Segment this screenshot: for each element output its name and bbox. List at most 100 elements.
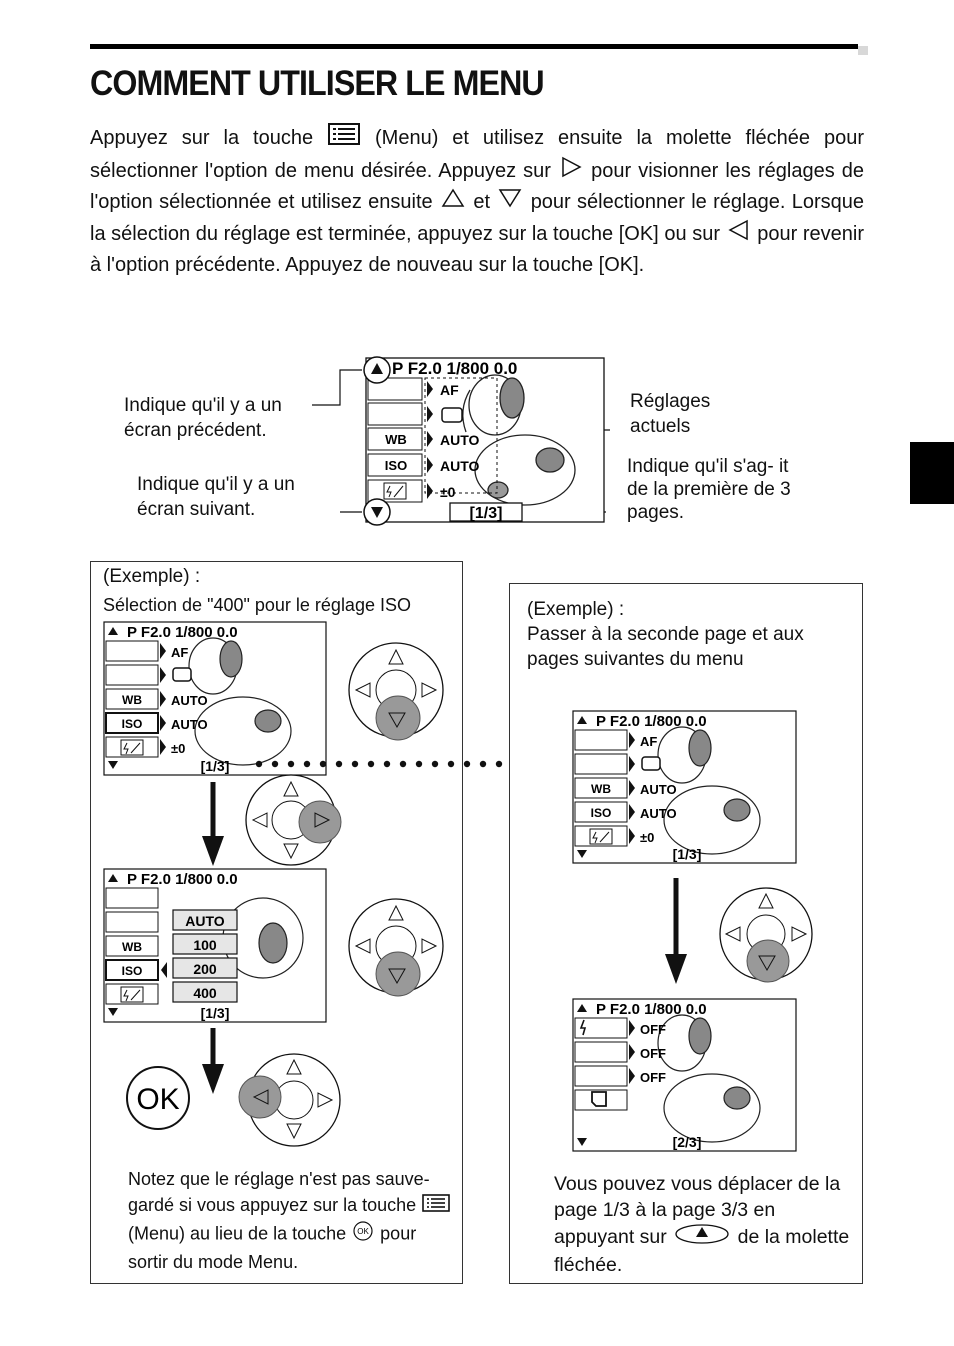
page-indicator: [1/3] <box>201 758 230 774</box>
example-2-heading: (Exemple) : <box>527 599 625 620</box>
up-indicator-icon <box>371 363 383 374</box>
up-indicator-icon <box>577 1004 587 1012</box>
up-indicator-icon <box>108 627 118 635</box>
row-af-value: AF <box>440 382 459 398</box>
screen-header: P F2.0 1/800 0.0 <box>596 1001 707 1018</box>
page-indicator: [1/3] <box>470 505 503 522</box>
dog-illustration <box>462 374 576 506</box>
down-indicator-icon <box>108 1008 118 1016</box>
ok-button-icon: OK <box>126 1066 190 1130</box>
note-1a: Notez que le réglage n'est pas sauve- ga… <box>128 1169 430 1215</box>
note-1b: (Menu) au lieu de la touche <box>128 1223 347 1243</box>
page-indicator: [1/3] <box>201 1005 230 1021</box>
dial-down-pressed-2 <box>348 898 444 997</box>
intro-text-2: (Menu) et utilisez ensuite la molette fl… <box>90 127 864 182</box>
flow-arrow-1 <box>202 782 224 866</box>
example-2-note: Vous pouvez vous déplacer de la page 1/3… <box>554 1172 860 1278</box>
screen-header: P F2.0 1/800 0.0 <box>127 624 238 641</box>
arrow-down-icon <box>496 187 524 219</box>
row-wb-value: AUTO <box>440 432 480 448</box>
flash-exposure-icon <box>120 739 144 756</box>
example-2-screen-1: WB ISO AF AUTO AUTO ±0 P F2.0 1/800 0.0 … <box>572 710 797 864</box>
arrow-left-icon <box>726 219 752 251</box>
ev-value: ±0 <box>171 741 185 756</box>
example-1-note: Notez que le réglage n'est pas sauve- ga… <box>128 1166 458 1275</box>
intro-text-3: pour visionner les réglages de l'option … <box>90 159 865 214</box>
down-indicator-icon <box>577 1138 587 1146</box>
dotted-connector <box>255 760 503 768</box>
wb-value: AUTO <box>640 782 677 797</box>
intro-paragraph: Appuyez sur la touche (Menu) et utilisez… <box>90 122 864 281</box>
screen-header: P F2.0 1/800 0.0 <box>392 359 517 378</box>
example-1-screen-2: WB ISO AUTO 100 200 400 P F2.0 1/800 0.0… <box>103 868 327 1023</box>
iso-label: ISO <box>122 717 143 731</box>
ev-value: ±0 <box>640 830 654 845</box>
iso-option-auto: AUTO <box>185 913 225 929</box>
menu-icon <box>421 1193 451 1220</box>
flow-arrow-3 <box>665 878 687 984</box>
drive-icon <box>641 756 661 771</box>
screen-header: P F2.0 1/800 0.0 <box>596 713 707 730</box>
iso-value: AUTO <box>171 717 208 732</box>
down-indicator-icon <box>577 850 587 858</box>
example-1-screen-1: WB ISO AF AUTO AUTO ±0 P F2.0 1/800 0.0 … <box>103 621 327 776</box>
dial-right-pressed <box>245 774 342 866</box>
flash-exposure-icon <box>120 986 144 1003</box>
wb-label: WB <box>591 782 611 796</box>
example-2-screen-2: OFF OFF OFF P F2.0 1/800 0.0 [2/3] <box>572 998 797 1152</box>
down-indicator-icon <box>371 507 383 518</box>
example-2-desc: Passer à la seconde page et aux pages su… <box>527 624 804 670</box>
down-indicator-icon <box>108 761 118 769</box>
row-ev-value: ±0 <box>440 484 456 500</box>
callout-previous: Indique qu'il y a un écran précédent. <box>124 395 282 441</box>
dial-left-pressed <box>238 1053 341 1147</box>
page2-value-2: OFF <box>640 1046 666 1061</box>
example-1-heading: (Exemple) : <box>103 566 201 587</box>
page2-value-3: OFF <box>640 1070 666 1085</box>
top-rule <box>90 44 858 49</box>
iso-option-400: 400 <box>193 985 217 1001</box>
dial-down-icon <box>672 1223 732 1253</box>
example-1-frame <box>90 561 463 1284</box>
iso-label: ISO <box>591 806 612 820</box>
ok-small-icon: OK <box>351 1220 375 1249</box>
note-1c: pour sortir du mode Menu. <box>128 1223 417 1272</box>
af-value: AF <box>640 734 657 749</box>
page-title: COMMENT UTILISER LE MENU <box>90 64 545 103</box>
dial-down-pressed-1 <box>348 642 444 741</box>
flow-arrow-2 <box>202 1028 224 1094</box>
row-iso-label: ISO <box>385 458 407 473</box>
svg-text:OK: OK <box>357 1227 369 1236</box>
callout-current: Réglages actuels <box>630 391 711 437</box>
top-rule-shadow <box>858 46 868 55</box>
iso-option-100: 100 <box>193 937 217 953</box>
iso-label: ISO <box>122 964 143 978</box>
flash-exposure-icon <box>589 828 613 845</box>
intro-text-4: et <box>473 191 491 214</box>
page-indicator: [2/3] <box>673 1134 702 1150</box>
row-iso-value: AUTO <box>440 458 480 474</box>
intro-text-5: pour sélectionner le réglage. Lorsque la… <box>90 191 864 245</box>
screen-header: P F2.0 1/800 0.0 <box>127 871 238 888</box>
main-screen-diagram: WB ISO AF AUTO AUTO ±0 P F2.0 1/800 0.0 … <box>312 356 610 526</box>
wb-value: AUTO <box>171 693 208 708</box>
flash-exposure-icon <box>383 482 407 500</box>
iso-option-200: 200 <box>193 961 217 977</box>
drive-icon <box>441 407 463 423</box>
up-indicator-icon <box>108 874 118 882</box>
chapter-tab <box>910 442 954 504</box>
drive-icon <box>172 667 192 682</box>
ok-button-label: OK <box>136 1083 179 1116</box>
af-value: AF <box>171 645 188 660</box>
wb-label: WB <box>122 693 142 707</box>
arrow-up-icon <box>439 187 467 219</box>
wb-label: WB <box>122 940 142 954</box>
example-1-desc: Sélection de "400" pour le réglage ISO <box>103 595 411 615</box>
note-2a: Vous pouvez vous déplacer de la page 1/3… <box>554 1173 841 1248</box>
intro-text-6: pour revenir à l'option précédente. Appu… <box>90 222 865 276</box>
dial-down-pressed-3 <box>719 887 813 983</box>
intro-text-1: Appuyez sur la touche <box>90 127 314 150</box>
page2-value-1: OFF <box>640 1022 666 1037</box>
card-icon <box>591 1091 607 1107</box>
callout-next: Indique qu'il y a un écran suivant. <box>137 474 295 520</box>
